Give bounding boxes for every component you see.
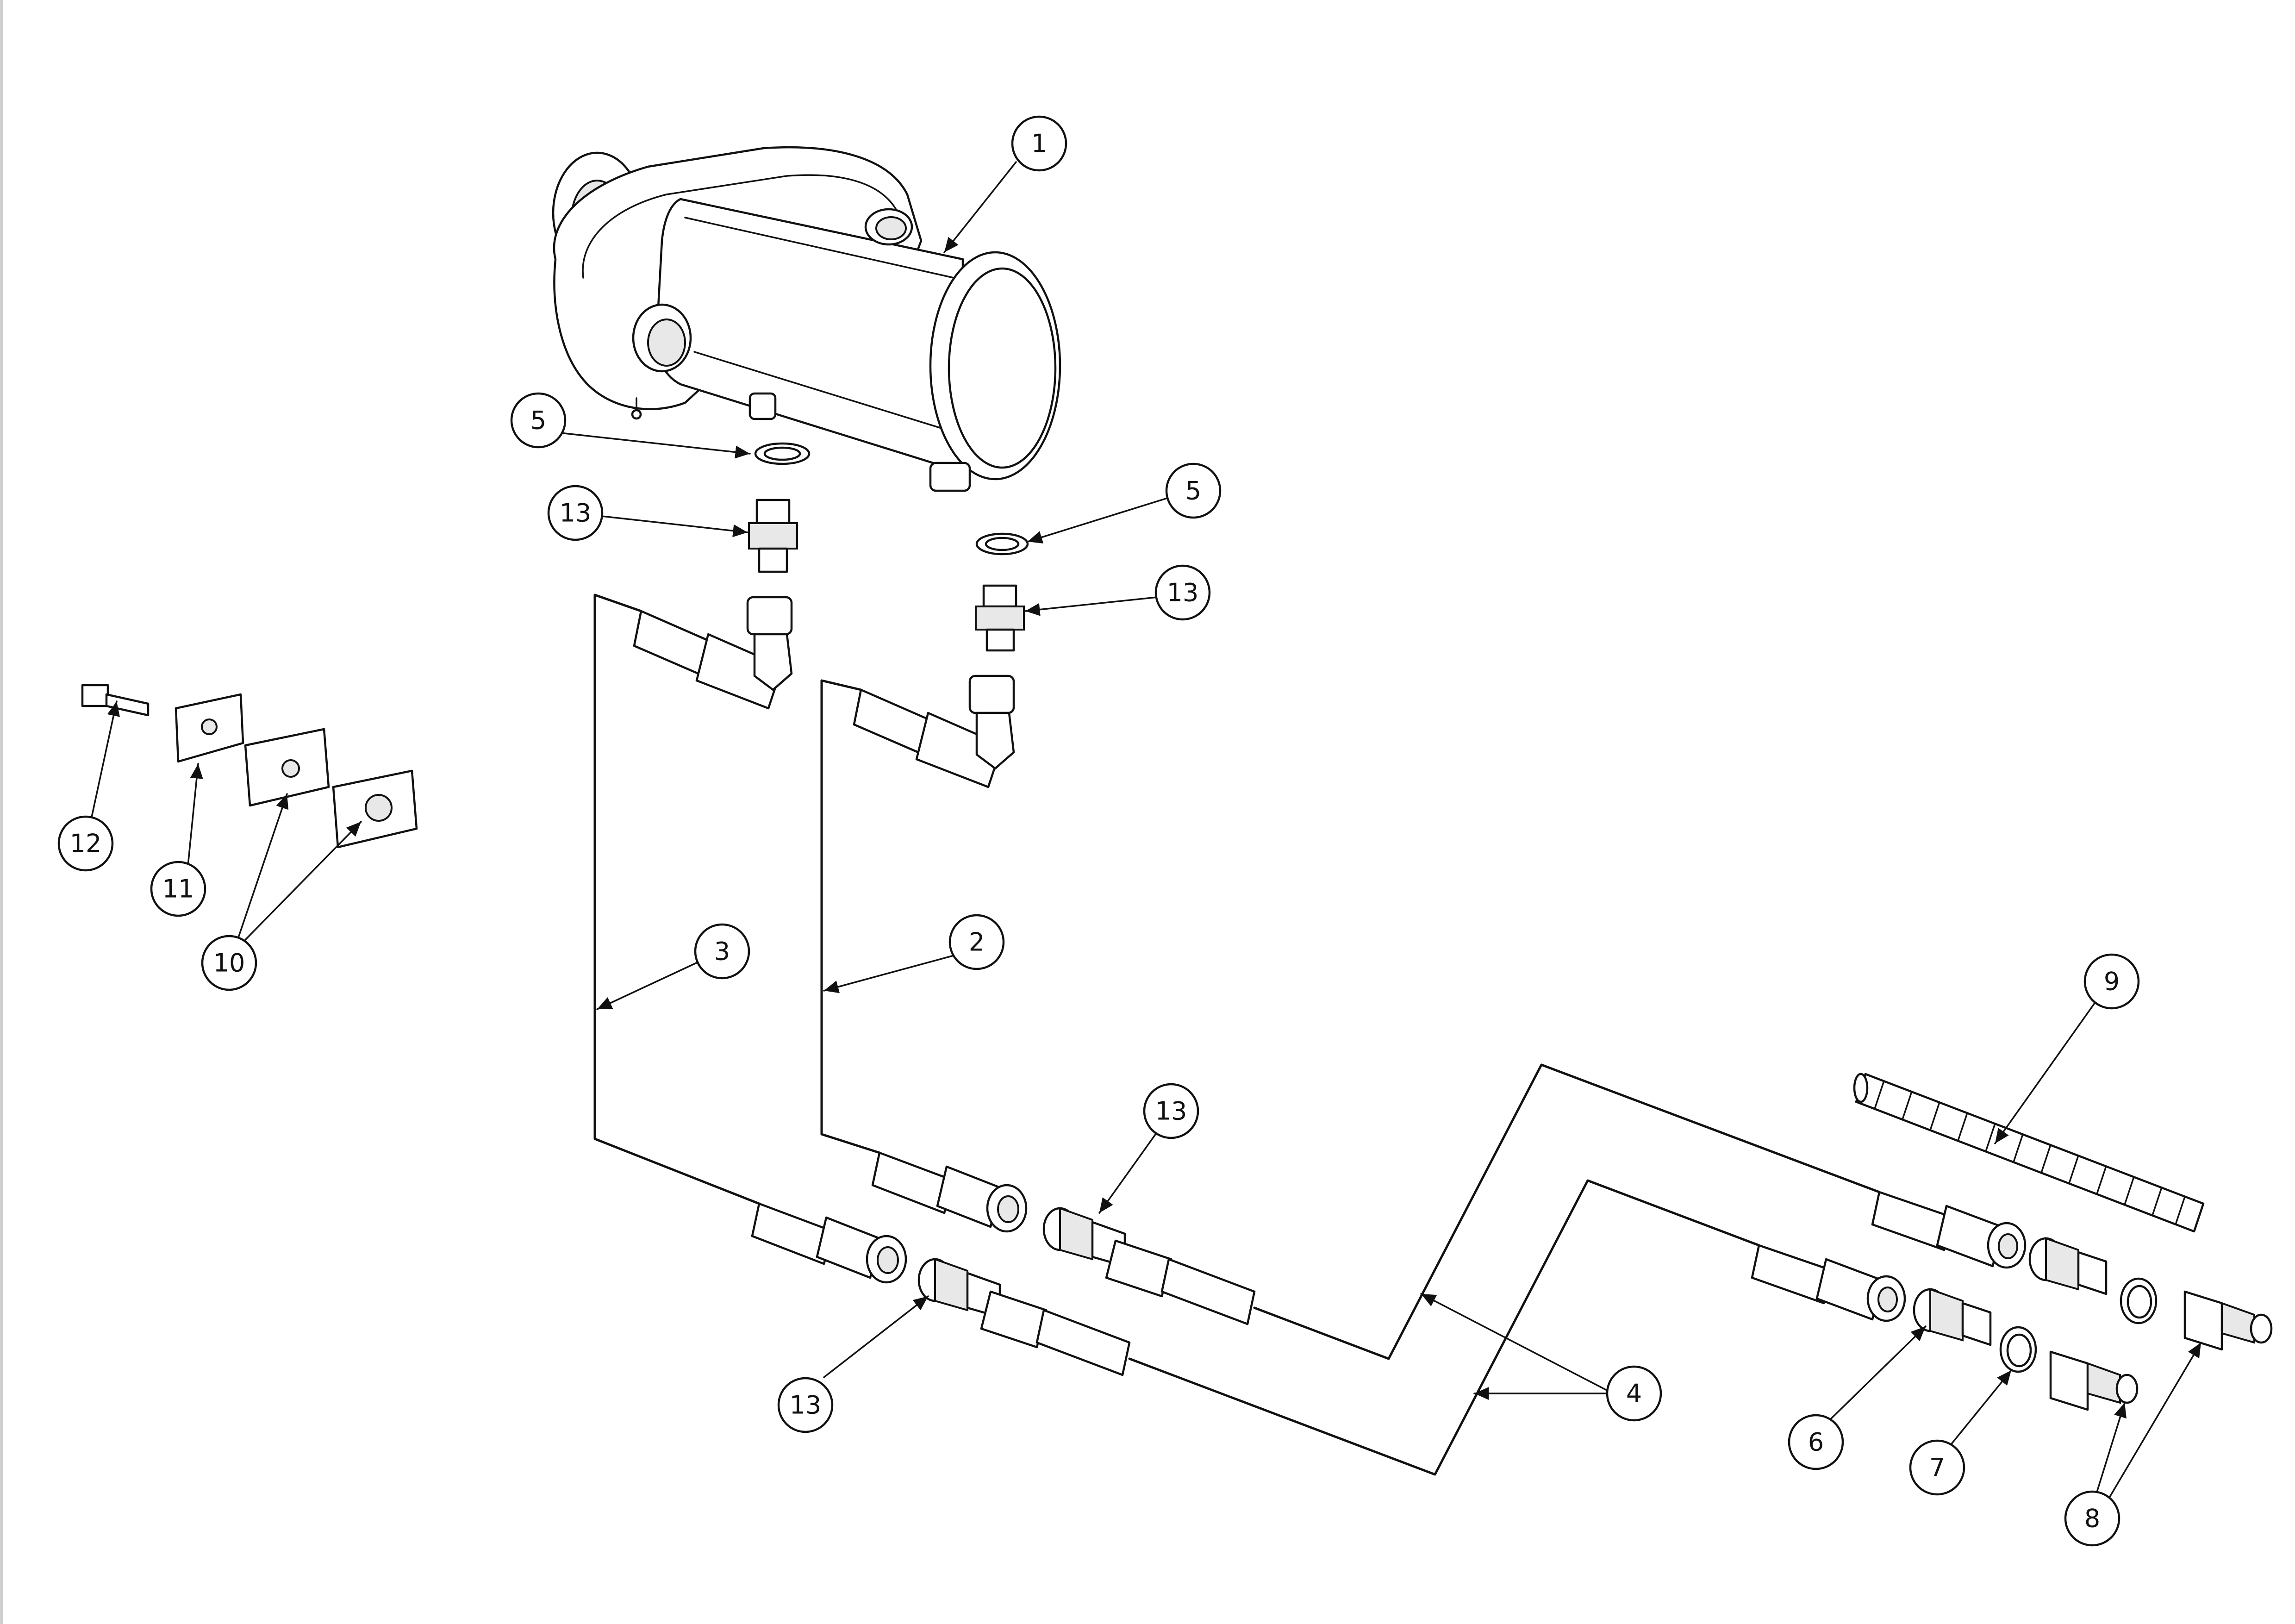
svg-text:8: 8 xyxy=(2084,1504,2100,1533)
svg-text:1: 1 xyxy=(1031,129,1047,158)
svg-text:4: 4 xyxy=(1626,1379,1642,1408)
svg-text:10: 10 xyxy=(213,949,245,978)
svg-text:13: 13 xyxy=(560,499,592,528)
clamp-half-part-10-left xyxy=(244,728,330,807)
callout-10: 10 xyxy=(201,935,257,991)
o-ring-part-7-upper xyxy=(2120,1277,2158,1324)
callout-5-right: 5 xyxy=(1165,462,1222,519)
callout-13-top-left: 13 xyxy=(547,485,604,541)
callout-9: 9 xyxy=(2083,953,2140,1010)
quick-coupler-part-8-lower xyxy=(2049,1350,2139,1411)
svg-text:13: 13 xyxy=(1155,1097,1187,1126)
svg-text:2: 2 xyxy=(969,928,985,957)
adapter-fitting-top-right xyxy=(975,584,1025,652)
callout-13-top-right: 13 xyxy=(1154,564,1211,621)
callout-2: 2 xyxy=(948,914,1005,970)
hose-2-lower-fitting xyxy=(871,1151,1028,1233)
svg-text:5: 5 xyxy=(1185,476,1201,506)
hose-4-front-fitting xyxy=(980,1290,1131,1376)
svg-text:3: 3 xyxy=(714,937,730,966)
hose-4-right-fitting-upper xyxy=(1871,1191,2027,1269)
hose-3-lower-fitting xyxy=(751,1202,907,1284)
adapter-part-6 xyxy=(1913,1288,1992,1346)
svg-text:13: 13 xyxy=(1167,578,1199,607)
callout-11: 11 xyxy=(150,861,206,917)
adapter-part-6-upper xyxy=(2028,1237,2108,1295)
callout-4: 4 xyxy=(1606,1365,1662,1422)
hose-4-rear-fitting xyxy=(1105,1239,1256,1325)
callout-13-bottom: 13 xyxy=(777,1377,834,1433)
svg-text:5: 5 xyxy=(530,406,546,435)
callout-3: 3 xyxy=(694,923,750,980)
callout-1: 1 xyxy=(1011,115,1067,172)
seal-washer-right xyxy=(975,532,1029,556)
hose-3-line xyxy=(593,593,761,1205)
callout-13-mid: 13 xyxy=(1143,1083,1199,1139)
cover-plate-part-11 xyxy=(175,693,244,763)
clamp-half-part-10-right xyxy=(332,769,418,849)
callout-8: 8 xyxy=(2064,1490,2120,1547)
hose-2-elbow-end xyxy=(853,675,1015,788)
hose-4-line-front xyxy=(1128,1179,1760,1476)
callout-7: 7 xyxy=(1909,1439,1965,1496)
hydraulic-cylinder xyxy=(552,146,1061,492)
hose-3-elbow-end xyxy=(633,596,793,710)
svg-text:13: 13 xyxy=(790,1391,822,1420)
svg-text:6: 6 xyxy=(1808,1428,1824,1457)
svg-text:7: 7 xyxy=(1929,1453,1945,1482)
seal-washer-upper xyxy=(754,442,811,465)
spiral-hose-guard xyxy=(1853,1073,2205,1233)
quick-coupler-part-8-upper xyxy=(2183,1290,2273,1351)
adapter-fitting-top-left xyxy=(748,499,798,573)
callout-6: 6 xyxy=(1788,1414,1844,1470)
leader-lines xyxy=(91,161,2202,1508)
hose-4-line-rear xyxy=(1253,1063,1881,1360)
svg-text:12: 12 xyxy=(70,829,102,858)
callout-12: 12 xyxy=(57,815,114,872)
bolt-part-12 xyxy=(81,684,150,717)
svg-text:9: 9 xyxy=(2104,967,2120,996)
hose-4-right-fitting-lower xyxy=(1751,1244,1906,1322)
hose-2-line xyxy=(820,679,881,1154)
o-ring-part-7 xyxy=(1999,1326,2037,1373)
svg-text:11: 11 xyxy=(162,874,194,904)
callout-5-upper: 5 xyxy=(510,392,567,449)
